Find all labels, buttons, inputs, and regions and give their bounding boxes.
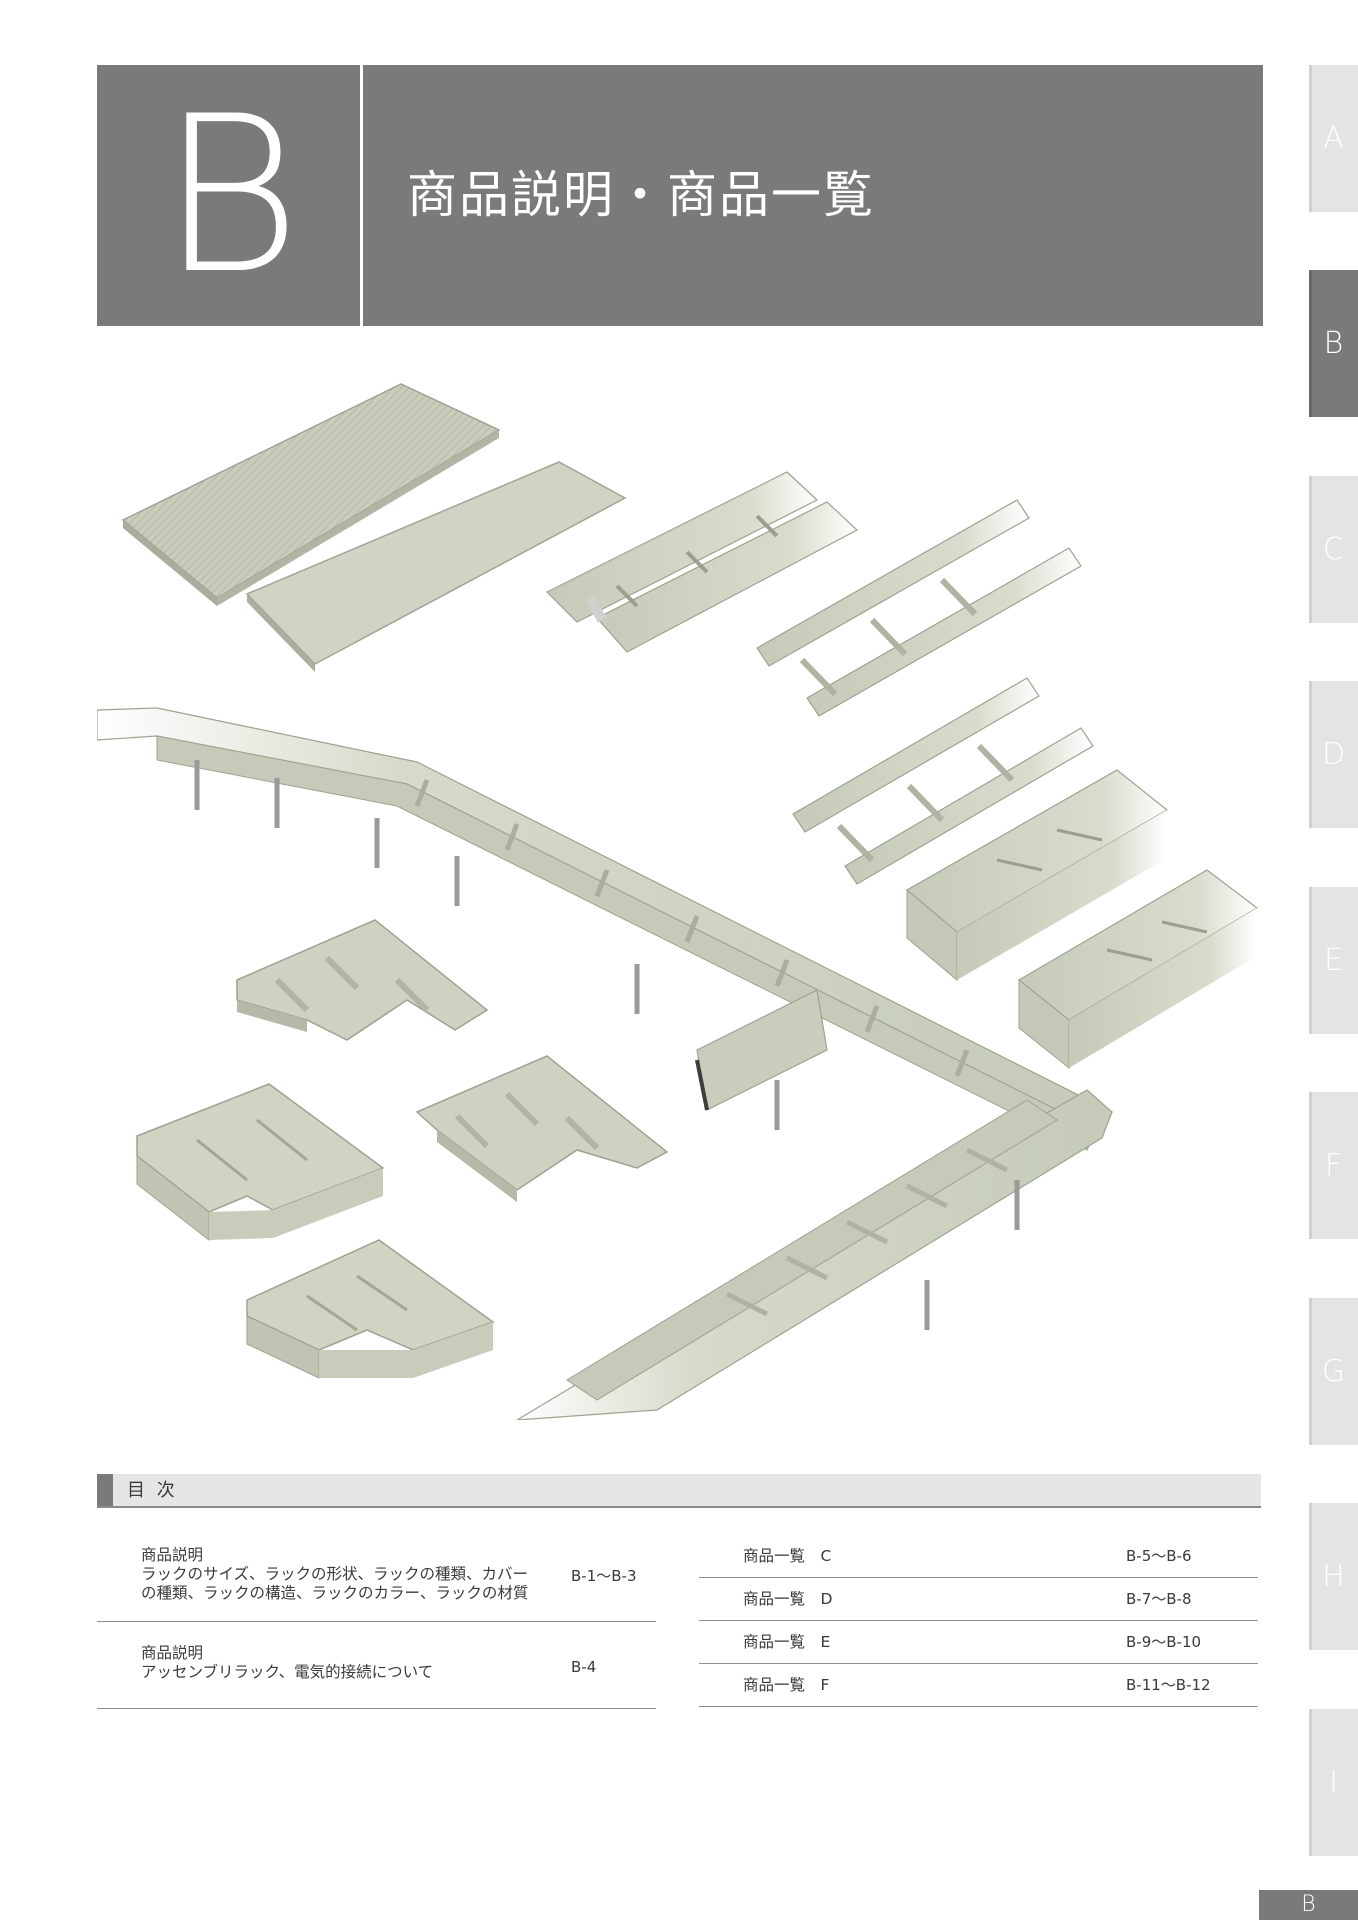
tab-edge (1309, 65, 1312, 212)
section-title: 商品説明・商品一覧 (407, 166, 875, 224)
toc-item-pages: B-4 (571, 1658, 597, 1676)
toc-item-desc-line: アッセンブリラック、電気的接続について (141, 1663, 434, 1681)
side-tab-i[interactable]: I (1309, 1709, 1358, 1856)
tee-fitting (236, 919, 489, 1041)
cross-fitting (415, 1055, 669, 1202)
toc-item-pages: B-7〜B-8 (1126, 1590, 1192, 1608)
side-tab-label: B (1323, 326, 1344, 361)
toc-item-title: 商品説明 (141, 1644, 204, 1662)
toc-heading: 目 次 (97, 1474, 1261, 1508)
tab-edge (1309, 476, 1312, 623)
toc-item-desc-line: の種類、ラックの構造、ラックのカラー、ラックの材質 (141, 1584, 529, 1602)
ladder-tray-2 (792, 677, 1094, 885)
side-tab-label: A (1323, 121, 1344, 156)
ladder-tray-1 (756, 499, 1082, 717)
toc-heading-label: 目 次 (127, 1480, 178, 1501)
straight-tray-1 (545, 471, 859, 653)
tab-edge (1309, 270, 1312, 417)
toc-item-pages: B-5〜B-6 (1126, 1547, 1192, 1565)
tab-edge (1309, 1503, 1312, 1650)
side-tab-b[interactable]: B (1309, 270, 1358, 417)
toc-item-product-description-1[interactable]: 商品説明 ラックのサイズ、ラックの形状、ラックの種類、カバー の種類、ラックの構… (97, 1530, 656, 1622)
side-tab-label: C (1323, 532, 1344, 567)
toc-item-code: C (820, 1547, 832, 1565)
toc-item-pages: B-11〜B-12 (1126, 1676, 1211, 1694)
elbow-tray-fitting (136, 1083, 385, 1242)
tab-edge (1309, 1709, 1312, 1856)
side-tab-a[interactable]: A (1309, 65, 1358, 212)
assembled-rack (97, 707, 1113, 1420)
toc-item-label: 商品一覧 D (743, 1578, 832, 1621)
toc-item-title: 商品説明 (141, 1546, 204, 1564)
tab-edge (1309, 1298, 1312, 1445)
side-tab-label: F (1324, 1148, 1343, 1183)
tab-edge (1309, 1092, 1312, 1239)
toc-item-product-list-d[interactable]: 商品一覧 D B-7〜B-8 (699, 1578, 1258, 1621)
side-tab-g[interactable]: G (1309, 1298, 1358, 1445)
section-letter: B (159, 70, 301, 321)
toc-item-code: D (820, 1590, 833, 1608)
toc-heading-bar (97, 1474, 113, 1506)
corner-tray-fitting (246, 1239, 495, 1379)
side-tab-label: E (1324, 943, 1343, 978)
side-tab-c[interactable]: C (1309, 476, 1358, 623)
toc-item-product-list-e[interactable]: 商品一覧 E B-9〜B-10 (699, 1621, 1258, 1664)
side-tab-e[interactable]: E (1309, 887, 1358, 1034)
toc-item-label-text: 商品一覧 (743, 1633, 806, 1651)
checker-cover (121, 383, 501, 606)
trough-tray-2 (1017, 869, 1259, 1070)
toc-item-product-list-c[interactable]: 商品一覧 C B-5〜B-6 (699, 1535, 1258, 1578)
toc-item-label-text: 商品一覧 (743, 1676, 806, 1694)
side-tab-h[interactable]: H (1309, 1503, 1358, 1650)
toc-item-label: 商品一覧 F (743, 1664, 829, 1707)
side-tab-f[interactable]: F (1309, 1092, 1358, 1239)
toc-item-label-text: 商品一覧 (743, 1547, 806, 1565)
side-tab-d[interactable]: D (1309, 681, 1358, 828)
toc-item-product-list-f[interactable]: 商品一覧 F B-11〜B-12 (699, 1664, 1258, 1707)
side-tab-label: H (1322, 1559, 1345, 1594)
toc-item-label: 商品一覧 E (743, 1621, 830, 1664)
plain-cover (245, 461, 627, 672)
section-banner: B 商品説明・商品一覧 (97, 65, 1263, 326)
toc-item-pages: B-9〜B-10 (1126, 1633, 1202, 1651)
toc-item-pages: B-1〜B-3 (571, 1567, 637, 1585)
tab-edge (1309, 887, 1312, 1034)
toc-item-label: 商品一覧 C (743, 1535, 831, 1578)
side-tab-label: D (1321, 737, 1346, 772)
side-tab-label: I (1329, 1765, 1338, 1800)
toc-item-desc-line: ラックのサイズ、ラックの形状、ラックの種類、カバー (141, 1565, 529, 1583)
banner-divider (360, 65, 363, 326)
trough-tray-1 (905, 769, 1169, 982)
page-section-marker: B (1259, 1890, 1358, 1920)
toc-item-label-text: 商品一覧 (743, 1590, 806, 1608)
product-photo (97, 383, 1259, 1420)
side-tab-label: G (1321, 1354, 1346, 1389)
toc-item-code: F (820, 1676, 830, 1694)
toc-item-code: E (820, 1633, 831, 1651)
toc-item-product-description-2[interactable]: 商品説明 アッセンブリラック、電気的接続について B-4 (97, 1622, 656, 1709)
tab-edge (1309, 681, 1312, 828)
